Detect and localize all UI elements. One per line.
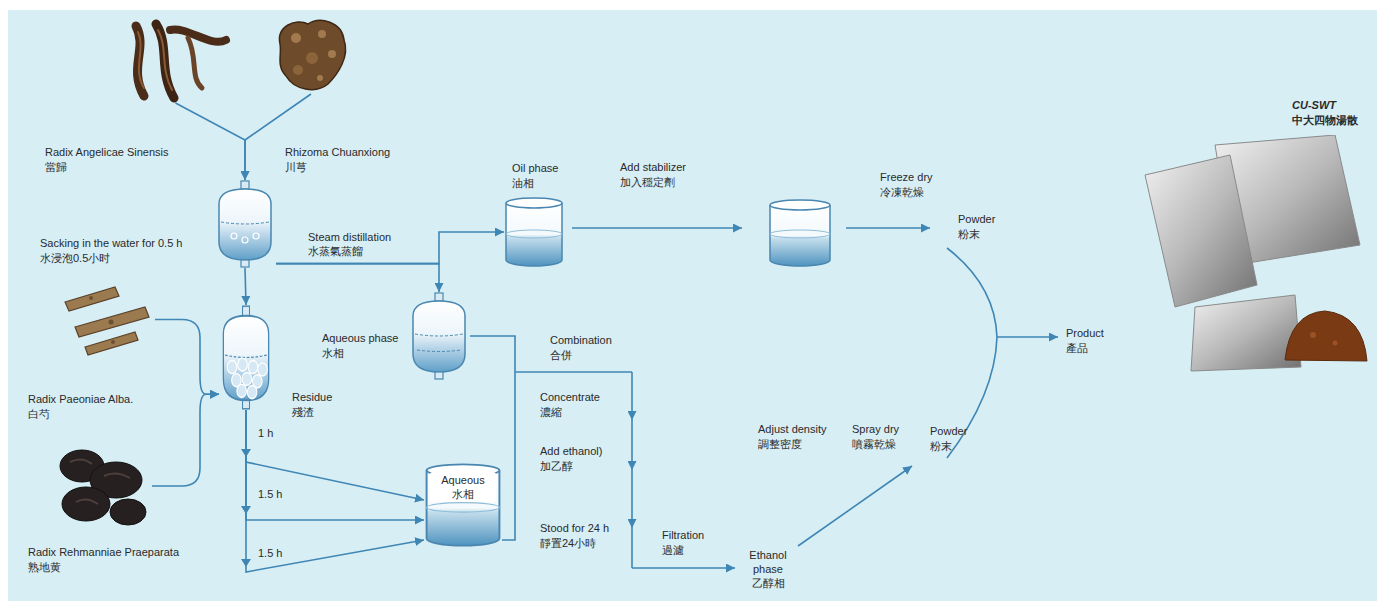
- step-label: 水蒸氣蒸餾: [308, 244, 363, 258]
- edge-label: 1.5 h: [256, 487, 284, 501]
- step-label: Filtration: [662, 528, 704, 542]
- step-label: 過濾: [662, 543, 684, 557]
- step-label: Freeze dry: [880, 170, 933, 184]
- merge-curve: [947, 337, 997, 458]
- node-label: 熟地黄: [28, 560, 61, 574]
- node-label: Sacking in the water for 0.5 h: [40, 236, 182, 250]
- flow-connector: [176, 103, 246, 180]
- node-label: CU-SWT: [1292, 98, 1336, 112]
- panel: [8, 10, 1377, 601]
- aqueous-beaker: Aqueous水相: [424, 462, 502, 548]
- step-label: 加入穩定劑: [620, 175, 675, 189]
- flow-arrow: [631, 420, 633, 470]
- step-label: 冷凍乾燥: [880, 185, 924, 199]
- herb-photo: Radix Paeoniae Alba.白芍: [55, 282, 155, 357]
- step-label: Steam distillation: [308, 230, 391, 244]
- flow-connector: [245, 94, 311, 180]
- node-label: Aqueous phase: [322, 331, 398, 345]
- flow-connector: [276, 264, 439, 292]
- step-label: 噴霧乾燥: [852, 437, 896, 451]
- merge-curve: [947, 248, 997, 337]
- flow-connector: [246, 410, 424, 572]
- step-label: Adjust density: [758, 422, 826, 436]
- flow-arrow: [631, 470, 633, 528]
- step-label: Powder: [958, 212, 995, 226]
- flow-arrow: [572, 227, 742, 229]
- step-label: Add stabilizer: [620, 160, 686, 174]
- step-label: 調整密度: [758, 437, 802, 451]
- node-label: 川芎: [285, 160, 307, 174]
- edge-label: 1 h: [256, 426, 275, 440]
- step-label: 產品: [1066, 341, 1088, 355]
- node-label: 油相: [512, 176, 534, 190]
- node-label: 水浸泡0.5小时: [40, 251, 110, 265]
- step-label: Add ethanol): [540, 444, 602, 458]
- step-label: 靜置24小時: [540, 536, 596, 550]
- flow-connector: [245, 268, 246, 305]
- step-label: Concentrate: [540, 390, 600, 404]
- step-label: 濃縮: [540, 405, 562, 419]
- step-label: Powder: [930, 424, 967, 438]
- step-label: Spray dry: [852, 422, 899, 436]
- node-label: 當歸: [45, 160, 67, 174]
- step-label: 粉末: [958, 227, 980, 241]
- node-label: 白芍: [28, 407, 50, 421]
- herb-illustration: [55, 282, 155, 357]
- flow-arrow: [631, 372, 633, 420]
- herb-illustration: [272, 14, 350, 94]
- flow-arrow: [997, 336, 1058, 338]
- flow-arrow: [846, 227, 930, 229]
- node-label: Residue: [292, 390, 332, 404]
- herb-illustration: [52, 442, 152, 530]
- vessel-shape: [214, 180, 276, 268]
- node-label: 水相: [430, 487, 496, 501]
- flow-line: [631, 528, 633, 568]
- step-label: 加乙醇: [540, 459, 573, 473]
- product-illustration: [1135, 135, 1370, 375]
- herb-illustration: [118, 18, 233, 103]
- node-label: Radix Paeoniae Alba.: [28, 392, 133, 406]
- flow-connector: [155, 320, 219, 395]
- residue-vessel: Residue殘渣: [219, 305, 273, 410]
- herb-photo: Rhizoma Chuanxiong川芎: [272, 14, 350, 94]
- oil-beaker: Oil phase油相: [504, 196, 564, 268]
- step-label: 乙醇相: [741, 576, 795, 590]
- step-label: Product: [1066, 326, 1104, 340]
- step-label: Ethanol phase: [741, 548, 795, 576]
- vessel-shape: [408, 292, 470, 380]
- node-label: Rhizoma Chuanxiong: [285, 145, 390, 159]
- node-label: Oil phase: [512, 161, 558, 175]
- label-patch: Aqueous水相: [430, 472, 496, 502]
- product-photo: CU-SWT中大四物湯散: [1135, 135, 1370, 375]
- herb-photo: Radix Angelicae Sinensis當歸: [118, 18, 233, 103]
- node-label: 水相: [322, 346, 344, 360]
- step-label: Combination: [550, 333, 612, 347]
- beaker-shape: [504, 196, 564, 268]
- node-label: Radix Angelicae Sinensis: [45, 145, 169, 159]
- flow-arrow: [632, 567, 735, 569]
- flow-connector: [246, 410, 424, 500]
- soaking-vessel: Sacking in the water for 0.5 h水浸泡0.5小时: [214, 180, 276, 268]
- node-label: Aqueous: [430, 473, 496, 487]
- step-label: Stood for 24 h: [540, 521, 609, 535]
- node-label: Radix Rehmanniae Praeparata: [28, 545, 179, 559]
- separator-vessel: Aqueous phase水相: [408, 292, 470, 380]
- vessel-shape: [219, 305, 273, 410]
- flow-connector: [246, 410, 424, 520]
- flow-arrow: [798, 466, 912, 546]
- step-label: 粉末: [930, 439, 952, 453]
- flow-connector: [152, 394, 219, 486]
- flow-line: [515, 371, 632, 373]
- node-label: 中大四物湯散: [1292, 113, 1358, 127]
- edge-label: 1.5 h: [256, 546, 284, 560]
- beaker: [770, 200, 830, 266]
- step-label: 合併: [550, 348, 572, 362]
- node-label: 殘渣: [292, 405, 314, 419]
- herb-photo: Radix Rehmanniae Praeparata熟地黄: [52, 442, 152, 530]
